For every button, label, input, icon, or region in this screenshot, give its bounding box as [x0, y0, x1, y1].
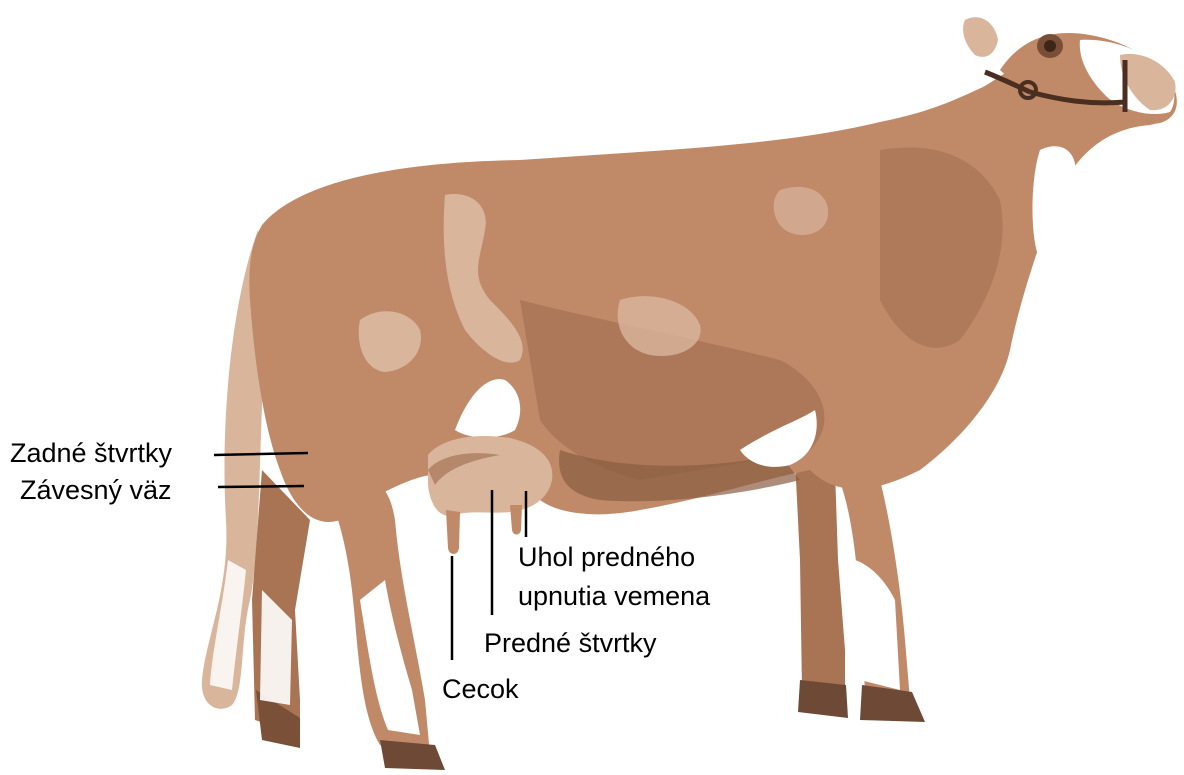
cow-udder	[428, 436, 552, 516]
label-teat: Cecok	[442, 673, 519, 705]
label-suspensory-ligament: Závesný väz	[20, 474, 172, 506]
cow-teat-rear	[446, 510, 460, 554]
cow-illustration-icon	[202, 17, 1177, 770]
leader-line-suspensory-ligament	[218, 486, 304, 487]
label-fore-udder-angle-line2: upnutia vemena	[518, 580, 710, 612]
cow-teat-front	[510, 505, 522, 535]
label-front-quarters: Predné štvrtky	[484, 627, 657, 659]
label-rear-quarters: Zadné štvrtky	[10, 437, 172, 469]
cow-front-leg-back	[795, 460, 845, 700]
label-fore-udder-angle-line1: Uhol predného	[518, 541, 695, 573]
